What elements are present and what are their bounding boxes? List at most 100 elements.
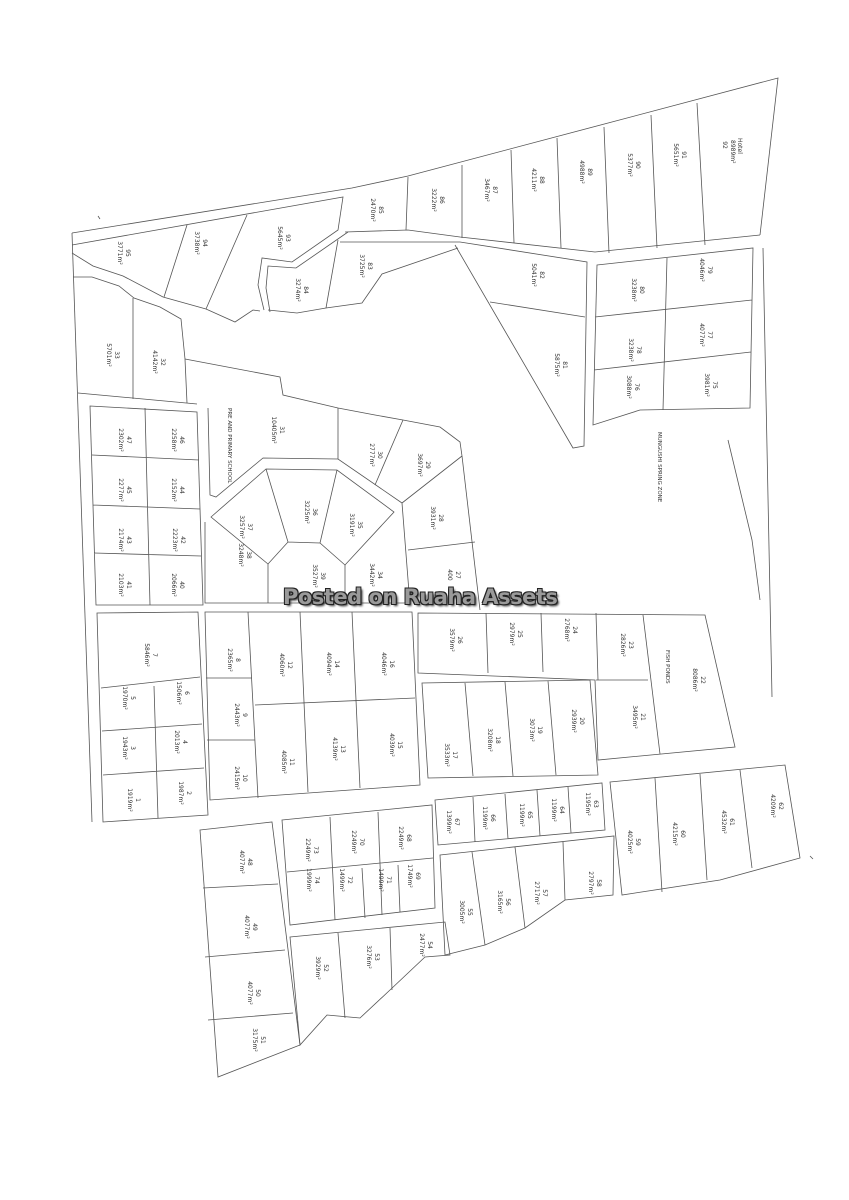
plot-area: 3225m²	[303, 500, 310, 524]
plot-number: 92	[721, 141, 728, 149]
boundary-line	[204, 522, 405, 604]
plot-area: 1506m²	[175, 681, 182, 705]
plot-area: 1987m²	[177, 781, 184, 805]
plot-number: 78	[635, 346, 642, 354]
plot-area: 2103m²	[117, 573, 124, 597]
plot-number: 14	[333, 660, 340, 668]
plot-number: 33	[113, 351, 120, 359]
plot-area: 4025m²	[626, 830, 633, 854]
plot-number: 9	[241, 713, 248, 717]
plot-area: 5846m²	[143, 643, 150, 667]
plot-number: 65	[526, 811, 533, 819]
plot-area: 4211m²	[530, 168, 537, 192]
plot-number: 1	[134, 798, 141, 802]
plot-number: 63	[592, 800, 599, 808]
plot-number: 41	[125, 581, 132, 589]
plot-area: 3467m²	[483, 178, 490, 202]
boundary-line	[71, 196, 344, 311]
plot-number: 20	[578, 717, 585, 725]
plot-number: 90	[634, 161, 641, 169]
plot-number: 31	[278, 426, 285, 434]
plot-number: 32	[159, 358, 166, 366]
boundary-line	[609, 764, 801, 896]
plot-number: 55	[466, 908, 473, 916]
plot-number: 24	[571, 626, 578, 634]
plot-number: 56	[504, 898, 511, 906]
boundary-line	[417, 612, 736, 761]
plot-number: 89	[586, 168, 593, 176]
plot-area: 3005m²	[458, 900, 465, 924]
plot-number: 23	[627, 641, 634, 649]
plot-area: 4039m²	[388, 733, 395, 757]
plot-number: 85	[377, 206, 384, 214]
fish-ponds-label: FISH PONDS	[664, 650, 670, 684]
plot-number: 8	[234, 658, 241, 662]
boundary-line	[265, 231, 349, 313]
plot-area: 2152m²	[170, 478, 177, 502]
plot-number: 58	[595, 879, 602, 887]
plot-area: 3208m²	[486, 728, 493, 752]
plot-number: 44	[178, 486, 185, 494]
plot-number: 70	[358, 838, 365, 846]
plot-area: 3527m²	[311, 564, 318, 588]
plot-number: 36	[311, 508, 318, 516]
plot-number: 75	[711, 381, 718, 389]
plot-area: 3222m²	[430, 188, 437, 212]
plot-number: 88	[538, 176, 545, 184]
plot-number: 13	[339, 745, 346, 753]
plot-area: 1970m²	[121, 686, 128, 710]
plot-number: 16	[388, 660, 395, 668]
plot-area: 1399m²	[445, 810, 452, 834]
plot-number: 60	[679, 830, 686, 838]
plot-number: 26	[456, 636, 463, 644]
plot-number: 28	[437, 514, 444, 522]
spring-zone-label: MUNGUSHI SPRING ZONE	[656, 432, 662, 503]
plot-number: 57	[541, 889, 548, 897]
boundary-line	[344, 229, 761, 253]
plot-number: 10	[241, 774, 248, 782]
plot-number: 86	[438, 196, 445, 204]
school-zone-label: PRE AND PRIMARY SCHOOL	[226, 408, 232, 484]
plot-number: 37	[246, 523, 253, 531]
plot-area: 3165m²	[496, 890, 503, 914]
plot-area: 3442m²	[368, 563, 375, 587]
plot-area: 4094m²	[325, 652, 332, 676]
boundary-line	[71, 232, 93, 823]
plot-number: 73	[312, 846, 319, 854]
plot-area: 1999m²	[305, 868, 312, 892]
